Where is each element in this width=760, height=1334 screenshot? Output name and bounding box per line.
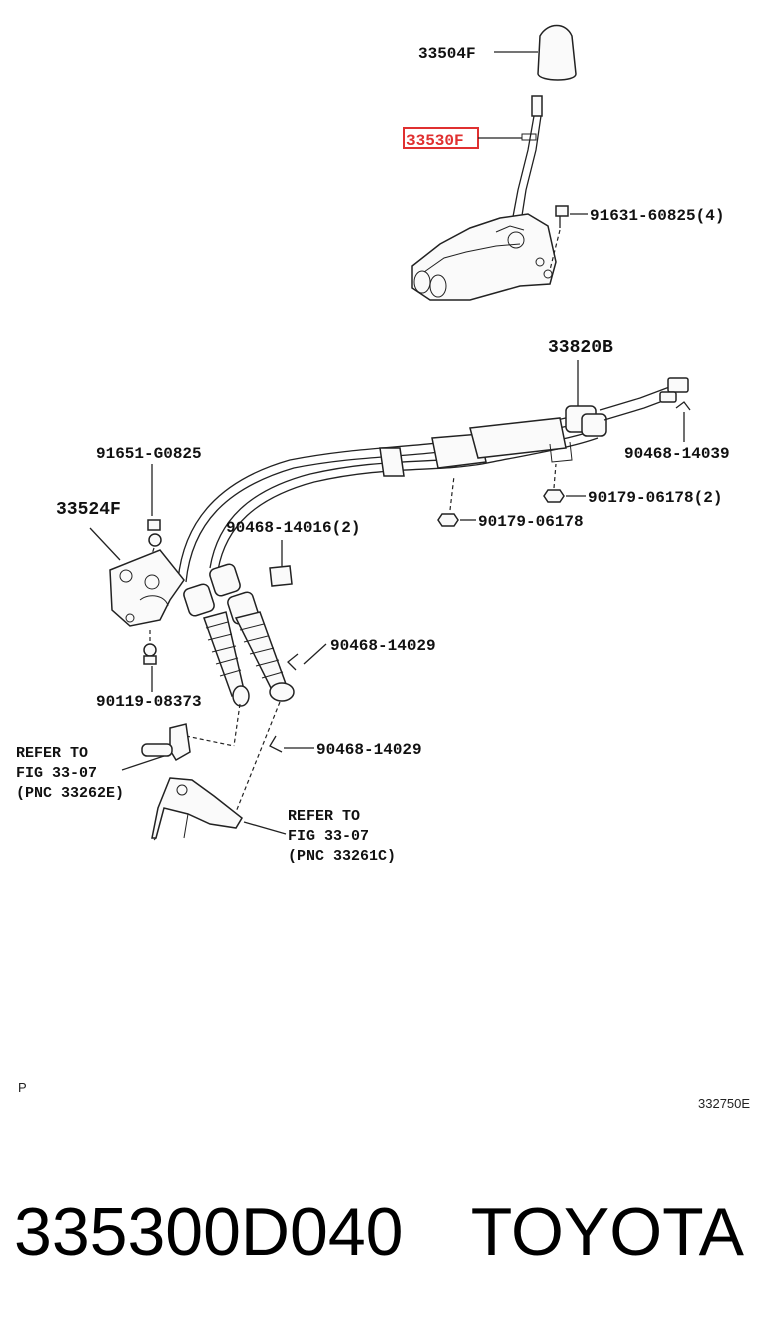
figure-code: 332750E [698,1096,750,1111]
label-bracket[interactable]: 33524F [56,500,121,520]
bolt-lower [143,643,157,665]
bolt-left [147,519,162,561]
refer-right-line-1[interactable]: REFER TO [288,808,360,825]
label-bolt-top[interactable]: 91631-60825(4) [590,207,724,225]
cable-assembly [177,377,689,707]
part-number: 335300D040 [14,1194,404,1270]
clip-a [287,653,299,671]
clip-right [675,401,691,411]
bracket [109,549,185,627]
footer: 335300D040 TOYOTA [0,1190,760,1280]
refer-left-line-1[interactable]: REFER TO [16,745,88,762]
label-clip-a[interactable]: 90468-14029 [330,637,436,655]
corner-mark: P [18,1080,27,1095]
refer-right-line-3[interactable]: (PNC 33261C) [288,848,396,865]
label-lever[interactable]: 33530F [406,132,464,150]
select-lever-transmission [151,701,281,841]
label-bolt-left[interactable]: 91651-G0825 [96,445,202,463]
clip-b [269,735,283,753]
brand-name: TOYOTA [470,1194,744,1270]
label-knob[interactable]: 33504F [418,45,476,63]
shift-lever [511,95,543,223]
bolt-top [549,205,569,271]
shift-housing [411,213,557,301]
nut-mid [437,475,459,527]
refer-left-line-3[interactable]: (PNC 33262E) [16,785,124,802]
refer-right-line-2[interactable]: FIG 33-07 [288,828,369,845]
label-nut-right[interactable]: 90179-06178(2) [588,489,722,507]
label-bolt-lower[interactable]: 90119-08373 [96,693,202,711]
refer-left-line-2[interactable]: FIG 33-07 [16,765,97,782]
label-cable[interactable]: 33820B [548,338,613,358]
shift-lever-transmission [141,703,241,762]
label-clip-right[interactable]: 90468-14039 [624,445,730,463]
label-nut-mid[interactable]: 90179-06178 [478,513,584,531]
clip-mid [269,565,293,587]
label-clip-mid[interactable]: 90468-14016(2) [226,519,360,537]
label-clip-b[interactable]: 90468-14029 [316,741,422,759]
shift-knob [537,24,577,81]
nut-right [543,463,565,503]
